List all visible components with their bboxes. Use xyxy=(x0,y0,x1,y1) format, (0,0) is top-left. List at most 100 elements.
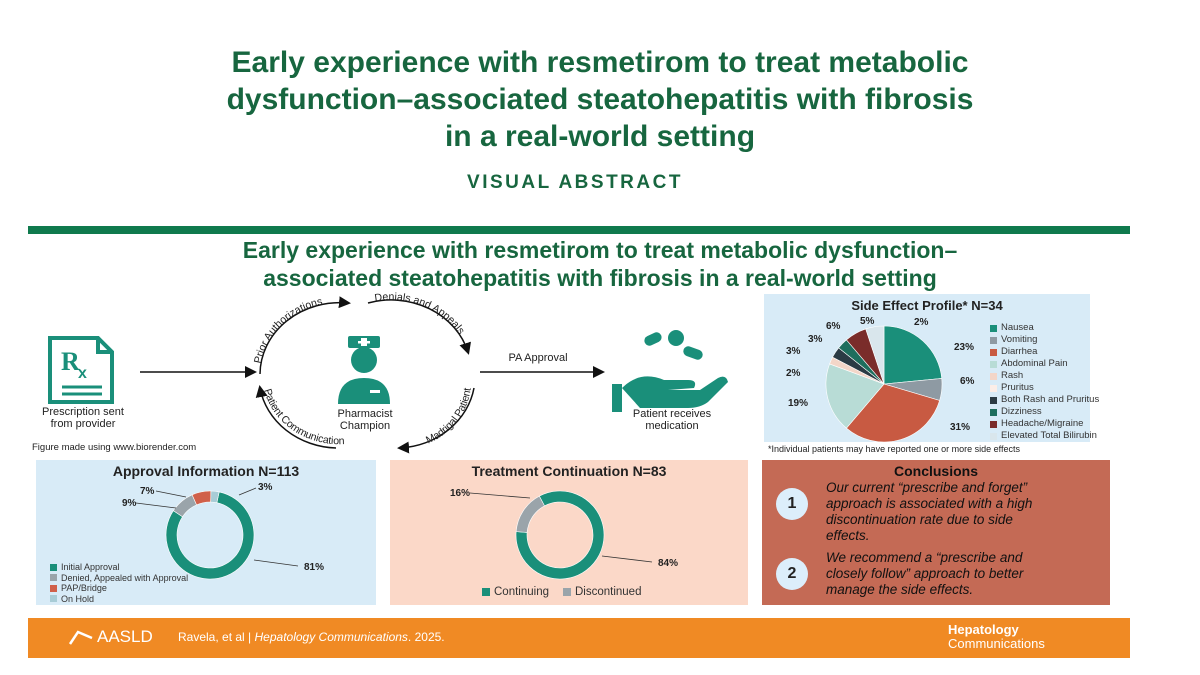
legend-item: On Hold xyxy=(50,594,188,605)
legend-label: Discontinued xyxy=(574,586,642,598)
legend-label: Continuing xyxy=(494,586,549,598)
conclusion-number-1: 1 xyxy=(776,488,808,520)
approval-donut: 81% 9%7% 3% xyxy=(122,482,324,580)
workflow-svg: R x Prior Authorizations Denials and App… xyxy=(28,292,728,454)
slice-diarrhea xyxy=(845,383,940,442)
data-label: 7% xyxy=(140,486,155,497)
legend-label: Vomiting xyxy=(1001,334,1038,345)
side-effect-pie: 23%6%31%19%2%3%3%6%5%2% xyxy=(786,316,975,442)
label-leader-line xyxy=(601,555,653,563)
continuation-title: Treatment Continuation N=83 xyxy=(471,463,667,479)
data-label: 81% xyxy=(304,562,324,573)
legend-swatch xyxy=(50,563,57,571)
legend-label: Denied, Appealed with Approval xyxy=(61,572,189,583)
legend-label: Headache/Migraine xyxy=(1001,418,1084,429)
legend-item: Elevated Total Bilirubin xyxy=(990,430,1099,442)
prior-auth-label: Prior Authorizations xyxy=(252,296,323,365)
workflow-diagram: R x Prior Authorizations Denials and App… xyxy=(28,292,758,454)
legend-item: Nausea xyxy=(990,322,1099,334)
legend-item: Dizziness xyxy=(990,406,1099,418)
main-title-line3: in a real-world setting xyxy=(444,120,756,153)
continuation-panel: Treatment Continuation N=83 84%16% Conti… xyxy=(390,460,748,605)
legend-swatch xyxy=(990,360,997,368)
conclusion-text-2: We recommend a “prescribe and closely fo… xyxy=(826,550,1024,597)
data-label: 31% xyxy=(950,422,970,433)
continuation-donut: 84%16% xyxy=(450,488,678,580)
legend-label: Nausea xyxy=(1001,322,1034,333)
conclusion-number-2: 2 xyxy=(776,558,808,590)
legend-item: Diarrhea xyxy=(990,346,1099,358)
legend-item: Pruritus xyxy=(990,382,1099,394)
continuation-legend: Continuing Discontinued xyxy=(482,586,641,598)
slice-nausea xyxy=(883,325,943,385)
legend-swatch xyxy=(990,396,997,404)
slice-abdominal-pain xyxy=(825,363,885,429)
data-label: 3% xyxy=(808,334,823,345)
legend-swatch xyxy=(50,574,57,582)
data-label: 16% xyxy=(450,488,470,499)
legend-label: Rash xyxy=(1001,370,1024,381)
legend-item: Initial Approval xyxy=(50,562,188,573)
legend-swatch xyxy=(50,584,57,592)
svg-text:x: x xyxy=(78,365,87,382)
legend-label: Dizziness xyxy=(1001,406,1042,417)
legend-label: Initial Approval xyxy=(61,562,120,572)
data-label: 23% xyxy=(954,342,974,353)
legend-swatch xyxy=(990,408,997,416)
slice-elevated-total-bilirubin xyxy=(865,325,885,385)
data-label: 6% xyxy=(826,321,841,332)
legend-item: Abdominal Pain xyxy=(990,358,1099,370)
legend-label: PAP/Bridge xyxy=(61,583,107,593)
main-title-line1: Early experience with resmetirom to trea… xyxy=(231,46,969,79)
legend-swatch xyxy=(562,588,571,596)
approval-title: Approval Information N=113 xyxy=(112,463,300,479)
side-effect-title: Side Effect Profile* N=34 xyxy=(851,298,1003,313)
legend-label: Both Rash and Pruritus xyxy=(1001,394,1100,405)
pharmacist-icon xyxy=(338,336,390,404)
data-label: 9% xyxy=(122,498,137,509)
svg-text:R: R xyxy=(61,347,80,376)
legend-swatch xyxy=(990,432,997,440)
legend-label: On Hold xyxy=(61,593,95,604)
data-label: 3% xyxy=(258,482,273,493)
legend-item: Headache/Migraine xyxy=(990,418,1099,430)
legend-swatch xyxy=(50,595,57,603)
figure-credit: Figure made using www.biorender.com xyxy=(32,442,197,453)
pa-approval-label: PA Approval xyxy=(508,352,568,364)
footer-bar: AASLD Ravela, et al | Hepatology Communi… xyxy=(28,618,1130,658)
side-effect-footnote: *Individual patients may have reported o… xyxy=(768,444,1020,454)
conclusion-item-1: 1 Our current “prescribe and forget” app… xyxy=(776,480,1046,544)
label-leader-line xyxy=(469,492,531,499)
medication-hand-icon xyxy=(612,330,728,412)
prescription-icon: R x xyxy=(48,336,114,404)
slice-continuing xyxy=(515,490,605,580)
label-leader-line xyxy=(135,502,177,509)
denials-label: Denials and Appeals xyxy=(374,292,467,337)
legend-label: Elevated Total Bilirubin xyxy=(1001,430,1097,441)
abstract-title: Early experience with resmetirom to trea… xyxy=(40,236,1160,292)
legend-label: Abdominal Pain xyxy=(1001,358,1068,369)
legend-swatch xyxy=(990,384,997,392)
data-label: 2% xyxy=(786,368,801,379)
label-leader-line xyxy=(238,487,257,496)
data-label: 2% xyxy=(914,317,929,328)
legend-swatch xyxy=(990,348,997,356)
conclusion-text-1: Our current “prescribe and forget” appro… xyxy=(826,480,1033,543)
legend-swatch xyxy=(990,324,997,332)
slice-on-hold xyxy=(210,490,220,504)
legend-item: Vomiting xyxy=(990,334,1099,346)
label-leader-line xyxy=(253,559,299,567)
data-label: 5% xyxy=(860,316,875,327)
main-title: Early experience with resmetirom to trea… xyxy=(40,44,1160,155)
abstract-title-line2: associated steatohepatitis with fibrosis… xyxy=(263,265,937,291)
approval-panel: Approval Information N=113 81% 9%7% 3% Ini… xyxy=(36,460,376,605)
conclusions-title: Conclusions xyxy=(893,463,978,479)
conclusions-panel: Conclusions 1 Our current “prescribe and… xyxy=(762,460,1110,605)
aasld-logo-text: AASLD xyxy=(97,627,153,646)
